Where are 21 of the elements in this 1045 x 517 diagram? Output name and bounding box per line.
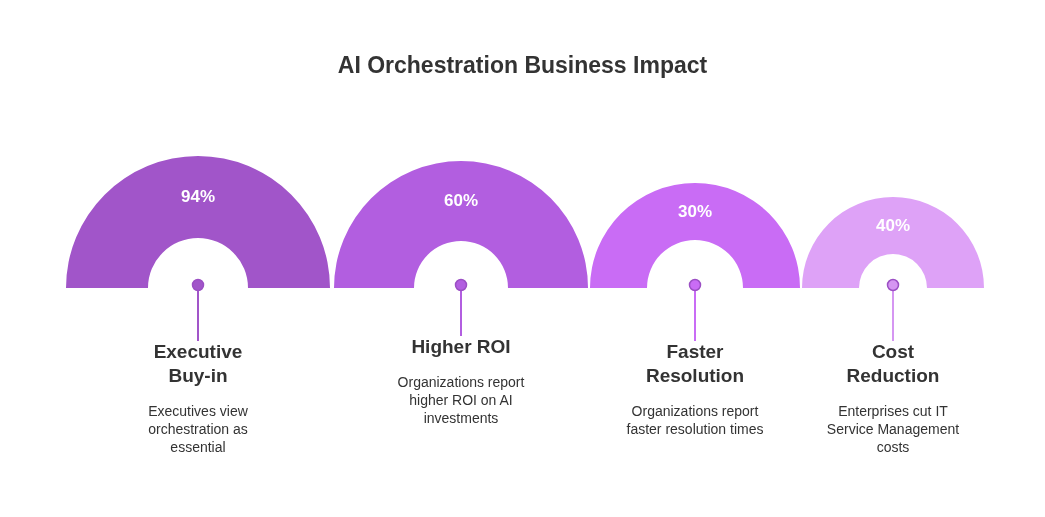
description: Organizations report faster resolution times: [625, 402, 765, 438]
heading: Faster Resolution: [644, 340, 746, 388]
connector-line: [191, 278, 205, 342]
connector-line: [454, 278, 468, 337]
heading: Executive Buy-in: [152, 340, 244, 388]
semicircle-arch: [66, 156, 330, 288]
percentage-value: 40%: [875, 215, 911, 236]
heading: Cost Reduction: [845, 340, 941, 388]
semicircle-arch: [590, 183, 800, 288]
connector-line: [886, 278, 900, 342]
percentage-value: 60%: [443, 191, 479, 211]
percentage-value: 30%: [677, 201, 713, 222]
semicircle-arch: [334, 161, 588, 288]
description: Enterprises cut IT Service Management costs: [825, 402, 961, 456]
semicircle-arch: [802, 197, 984, 288]
percentage-value: 94%: [180, 187, 216, 207]
title: AI Orchestration Business Impact: [336, 52, 709, 79]
description: Organizations report higher ROI on AI investments: [396, 373, 526, 427]
connector-line: [688, 278, 702, 342]
description: Executives view orchestration as essential: [147, 402, 249, 456]
heading: Higher ROI: [410, 335, 512, 359]
